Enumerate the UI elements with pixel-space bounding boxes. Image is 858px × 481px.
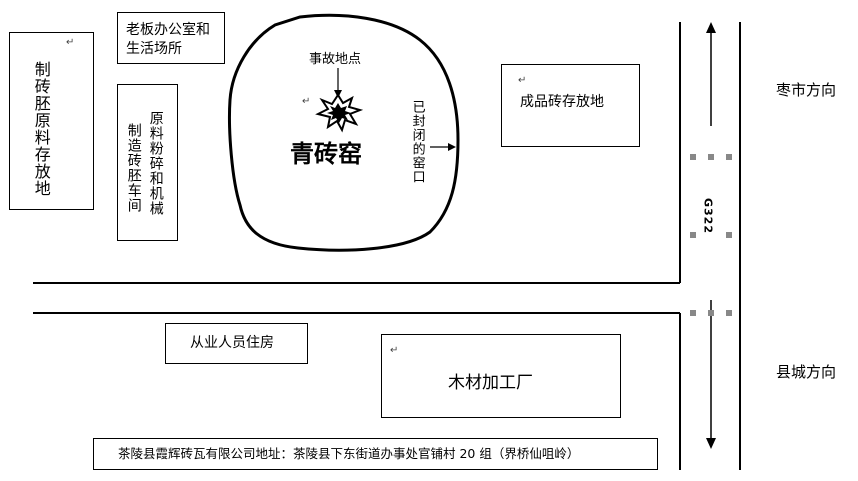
crusher-workshop-box: 原料粉碎和机械 制造砖胚车间 (117, 84, 178, 241)
accident-site-label: 事故地点 (309, 52, 362, 67)
sealed-kiln-mouth-label: 已封闭的窑口 (409, 100, 425, 184)
highway-markers (690, 154, 732, 316)
raw-material-yard-box: ↵ 制砖胚原料存放地 (9, 32, 94, 210)
kiln-label: 青砖窑 (290, 140, 362, 168)
paragraph-mark: ↵ (518, 75, 527, 86)
crusher-workshop-label-a: 原料粉碎和机械 (147, 111, 164, 216)
zaoshi-direction-label: 枣市方向 (776, 81, 837, 99)
arrow-north-head (706, 22, 716, 33)
company-address-box: 茶陵县霞辉砖瓦有限公司地址：茶陵县下东街道办事处官铺村 20 组（界桥仙咀岭） (93, 438, 658, 470)
office-box: 老板办公室和生活场所 (117, 12, 225, 64)
raw-material-yard-label: 制砖胚原料存放地 (31, 61, 51, 197)
wood-factory-box: ↵ 木材加工厂 (381, 334, 621, 418)
kiln-outline (227, 13, 460, 252)
paragraph-mark: ↵ (390, 345, 399, 356)
crusher-workshop-label-b: 制造砖胚车间 (125, 123, 142, 213)
finished-brick-yard-label: 成品砖存放地 (520, 94, 604, 110)
office-label: 老板办公室和生活场所 (126, 22, 210, 57)
arrow-south-head (706, 438, 716, 449)
kiln-mouth-arrow-head (448, 143, 456, 151)
paragraph-mark: ↵ (66, 37, 75, 48)
county-direction-label: 县城方向 (776, 363, 837, 381)
wood-factory-label: 木材加工厂 (448, 373, 533, 393)
worker-housing-label: 从业人员住房 (190, 335, 274, 351)
finished-brick-yard-box: ↵ 成品砖存放地 (501, 64, 640, 147)
worker-housing-box: 从业人员住房 (165, 323, 308, 364)
road-code-label: G322 (701, 198, 715, 234)
paragraph-mark: ↵ (302, 96, 311, 107)
company-address-label: 茶陵县霞辉砖瓦有限公司地址：茶陵县下东街道办事处官铺村 20 组（界桥仙咀岭） (118, 446, 580, 461)
